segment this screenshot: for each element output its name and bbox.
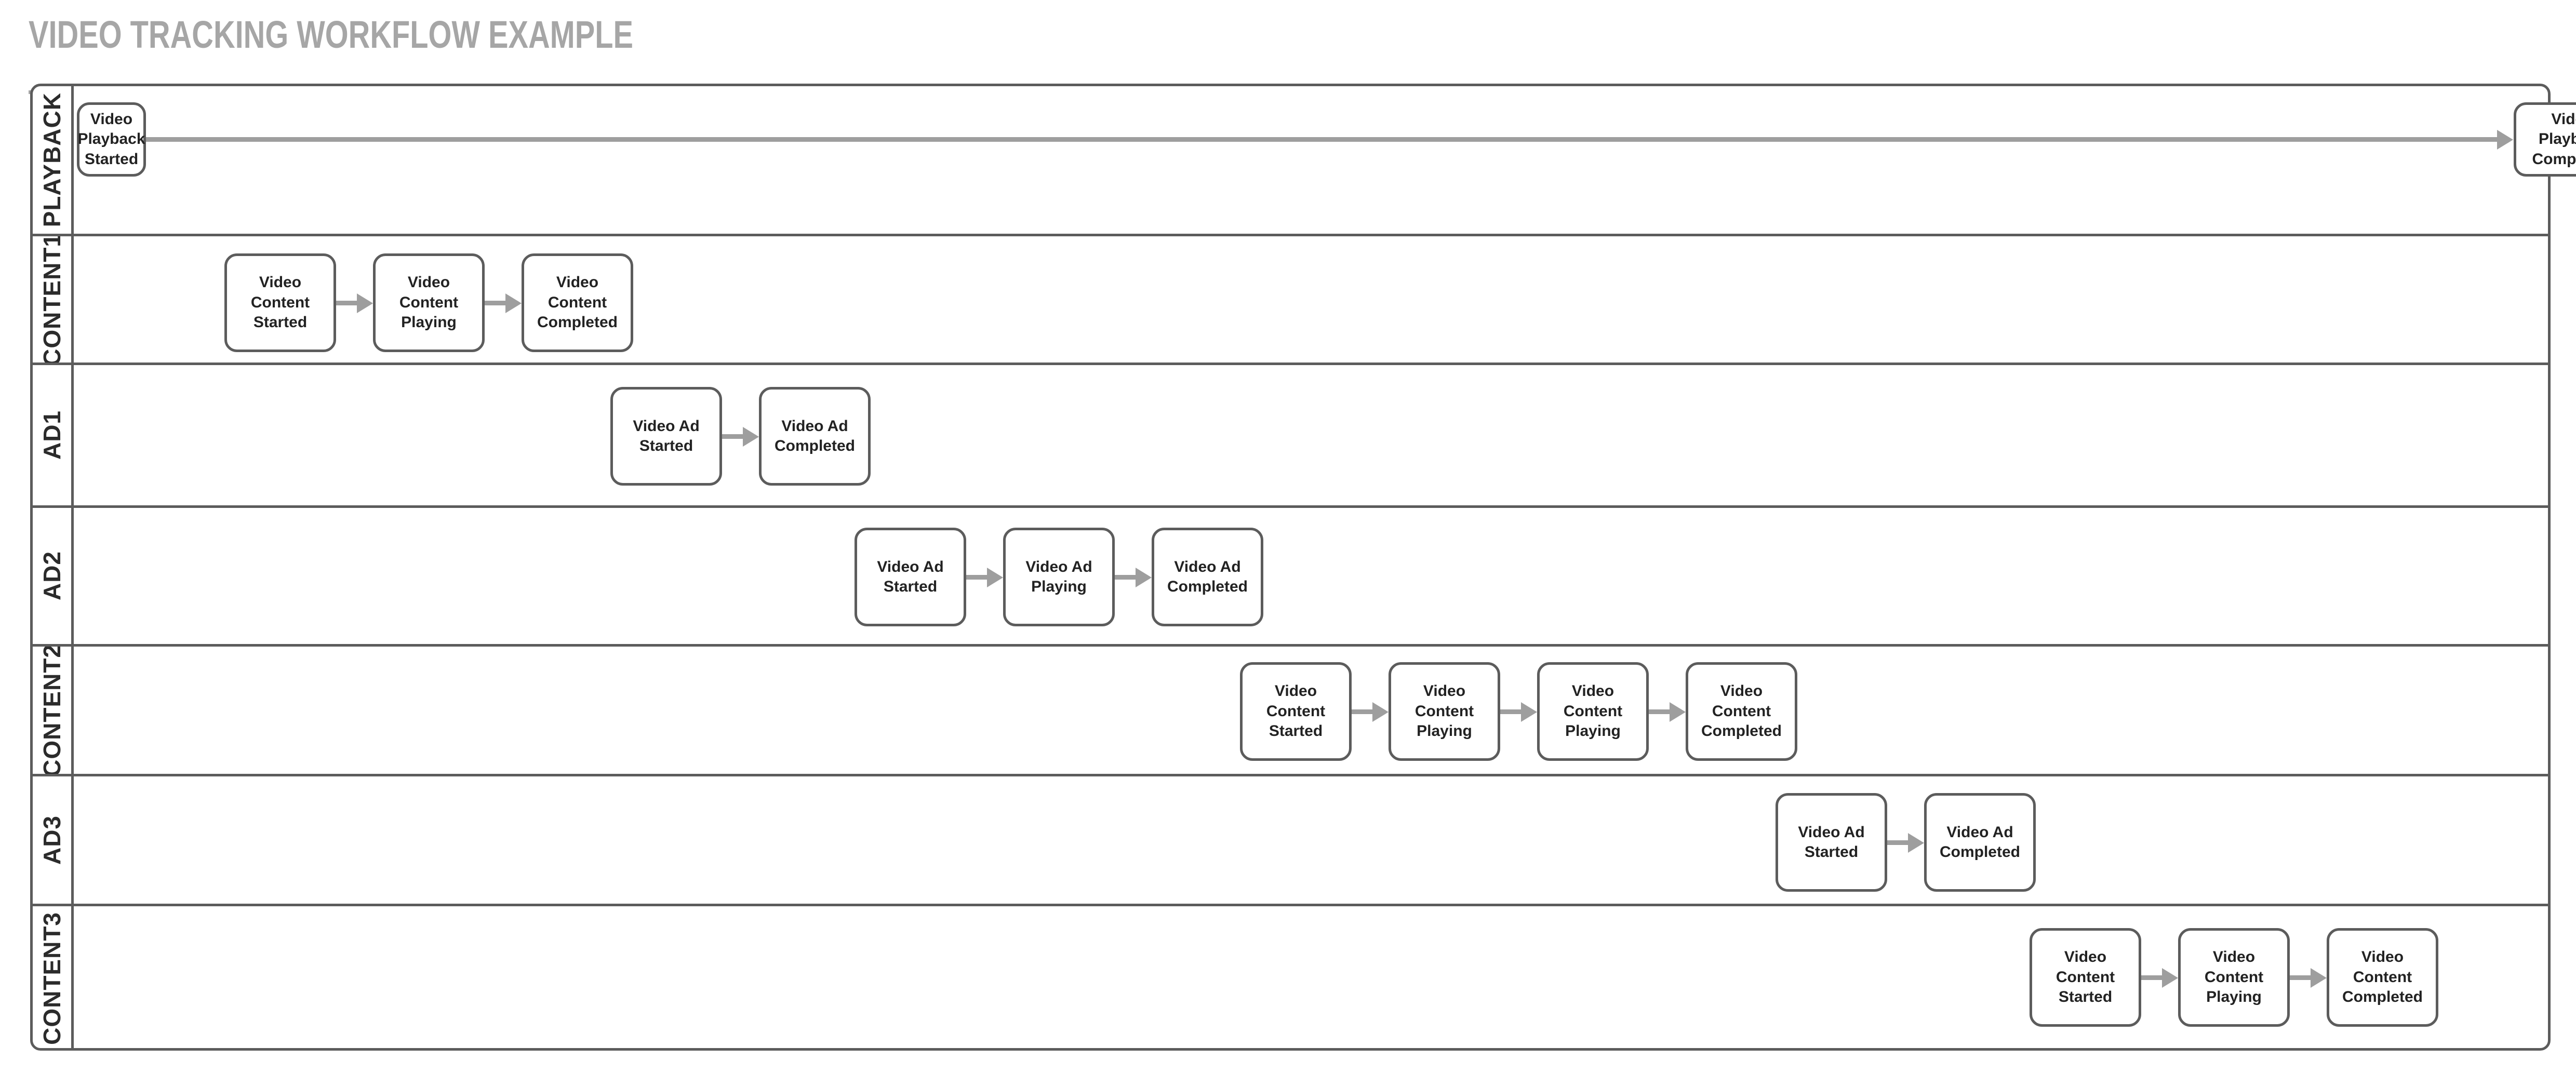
page-title: VIDEO TRACKING WORKFLOW EXAMPLE: [29, 13, 633, 56]
task-node[interactable]: Video Content Started: [224, 253, 336, 352]
swimlane-ad2: AD2 Video Ad Started Video Ad Playing Vi…: [33, 508, 2548, 647]
swimlane-ad1: AD1 Video Ad Started Video Ad Completed: [33, 365, 2548, 508]
connector-arrow: [336, 301, 357, 305]
task-node[interactable]: Video Content Playing: [1389, 662, 1500, 761]
swimlane-content1: CONTENT1 Video Content Started Video Con…: [33, 236, 2548, 365]
connector-arrow: [1115, 575, 1136, 580]
swimlane-playback: PLAYBACK Video Playback Started Video Pl…: [33, 86, 2576, 236]
lane-label-content2: CONTENT2: [38, 647, 65, 774]
lane-label-content3: CONTENT3: [38, 912, 65, 1045]
task-node[interactable]: Video Ad Completed: [759, 387, 871, 486]
task-node[interactable]: Video Ad Playing: [1003, 528, 1115, 626]
task-node[interactable]: Video Content Started: [1240, 662, 1352, 761]
task-node[interactable]: Video Ad Started: [855, 528, 966, 626]
task-node[interactable]: Video Content Completed: [1686, 662, 1797, 761]
task-node[interactable]: Video Content Playing: [2178, 928, 2290, 1027]
connector-arrow: [1352, 709, 1373, 714]
swimlane-content3: CONTENT3 Video Content Started Video Con…: [33, 906, 2548, 1051]
task-node[interactable]: Video Content Completed: [2327, 928, 2438, 1027]
connector-arrow: [966, 575, 987, 580]
task-node[interactable]: Video Content Started: [2030, 928, 2141, 1027]
task-node[interactable]: Video Playback Started: [77, 102, 146, 177]
swimlane-pool: PLAYBACK Video Playback Started Video Pl…: [30, 84, 2576, 1051]
lane-body-ad3: Video Ad Started Video Ad Completed: [74, 776, 2548, 904]
connector-arrow: [1649, 709, 1670, 714]
connector-arrow: [1887, 840, 1908, 845]
lane-body-playback: Video Playback Started Video Playback Co…: [74, 86, 2576, 234]
lane-body-content2: Video Content Started Video Content Play…: [74, 647, 2548, 774]
task-node[interactable]: Video Content Completed: [522, 253, 633, 352]
lane-label-ad2: AD2: [38, 551, 65, 601]
lane-label-ad1: AD1: [38, 410, 65, 460]
lane-header-playback: PLAYBACK: [33, 86, 74, 234]
task-node[interactable]: Video Ad Completed: [1152, 528, 1263, 626]
connector-arrow: [1500, 709, 1521, 714]
title-block: VIDEO TRACKING WORKFLOW EXAMPLE: [29, 13, 1691, 94]
connector-arrow: [2141, 975, 2163, 980]
connector-arrow: [146, 137, 2498, 142]
lane-header-ad2: AD2: [33, 508, 74, 644]
lane-header-ad3: AD3: [33, 776, 74, 904]
lane-body-content1: Video Content Started Video Content Play…: [74, 236, 2548, 363]
task-node[interactable]: Video Ad Started: [610, 387, 722, 486]
lane-header-content3: CONTENT3: [33, 906, 74, 1051]
lane-label-ad3: AD3: [38, 815, 65, 865]
swimlane-content2: CONTENT2 Video Content Started Video Con…: [33, 647, 2548, 776]
connector-arrow: [722, 434, 743, 439]
swimlane-ad3: AD3 Video Ad Started Video Ad Completed: [33, 776, 2548, 906]
lane-header-content2: CONTENT2: [33, 647, 74, 774]
lane-header-content1: CONTENT1: [33, 236, 74, 363]
task-node[interactable]: Video Ad Started: [1776, 793, 1887, 892]
lane-body-content3: Video Content Started Video Content Play…: [74, 906, 2548, 1051]
lane-header-ad1: AD1: [33, 365, 74, 505]
lane-body-ad1: Video Ad Started Video Ad Completed: [74, 365, 2548, 505]
lane-body-ad2: Video Ad Started Video Ad Playing Video …: [74, 508, 2548, 644]
connector-arrow: [485, 301, 506, 305]
lane-label-content1: CONTENT1: [38, 236, 65, 363]
task-node[interactable]: Video Content Playing: [373, 253, 485, 352]
connector-arrow: [2290, 975, 2311, 980]
task-node[interactable]: Video Playback Completed: [2514, 102, 2576, 177]
lane-label-playback: PLAYBACK: [38, 92, 65, 227]
task-node[interactable]: Video Content Playing: [1537, 662, 1649, 761]
task-node[interactable]: Video Ad Completed: [1924, 793, 2036, 892]
